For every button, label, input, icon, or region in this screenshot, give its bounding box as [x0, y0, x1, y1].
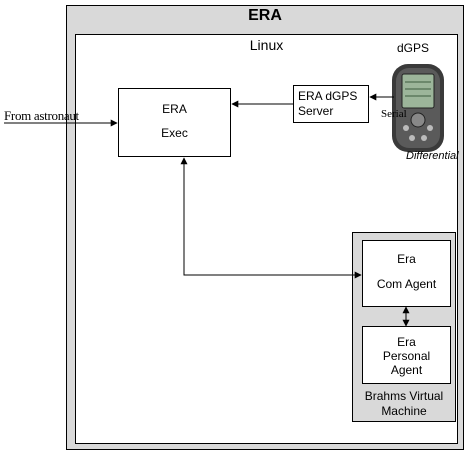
- gps-device-icon: [392, 64, 444, 152]
- personal-agent-line2: Personal: [382, 349, 431, 363]
- era-title: ERA: [248, 7, 282, 24]
- com-agent-line1: Era: [397, 252, 416, 266]
- server-label-line2: Server: [298, 104, 334, 118]
- serial-label: Serial: [381, 108, 407, 120]
- vm-label-line2: Machine: [381, 404, 427, 418]
- linux-label: Linux: [249, 37, 284, 53]
- com-agent-box: [362, 240, 451, 307]
- from-astronaut-label: From astronaut: [4, 108, 79, 123]
- personal-agent-line3: Agent: [390, 363, 423, 377]
- vm-label-line1: Brahms Virtual: [364, 389, 444, 403]
- gps-caption: Differential: [406, 150, 459, 162]
- personal-agent-box: [362, 326, 451, 384]
- dgps-label: dGPS: [397, 41, 430, 55]
- exec-label-line2: Exec: [161, 126, 188, 140]
- personal-agent-line1: Era: [397, 335, 416, 349]
- exec-label-line1: ERA: [162, 102, 187, 116]
- server-label-line1: ERA dGPS: [298, 89, 358, 103]
- exec-com-agent-arrow: [180, 157, 362, 279]
- era-exec-box: [118, 88, 231, 157]
- com-agent-line2: Com Agent: [376, 277, 437, 291]
- dgps-server-box: [293, 85, 369, 123]
